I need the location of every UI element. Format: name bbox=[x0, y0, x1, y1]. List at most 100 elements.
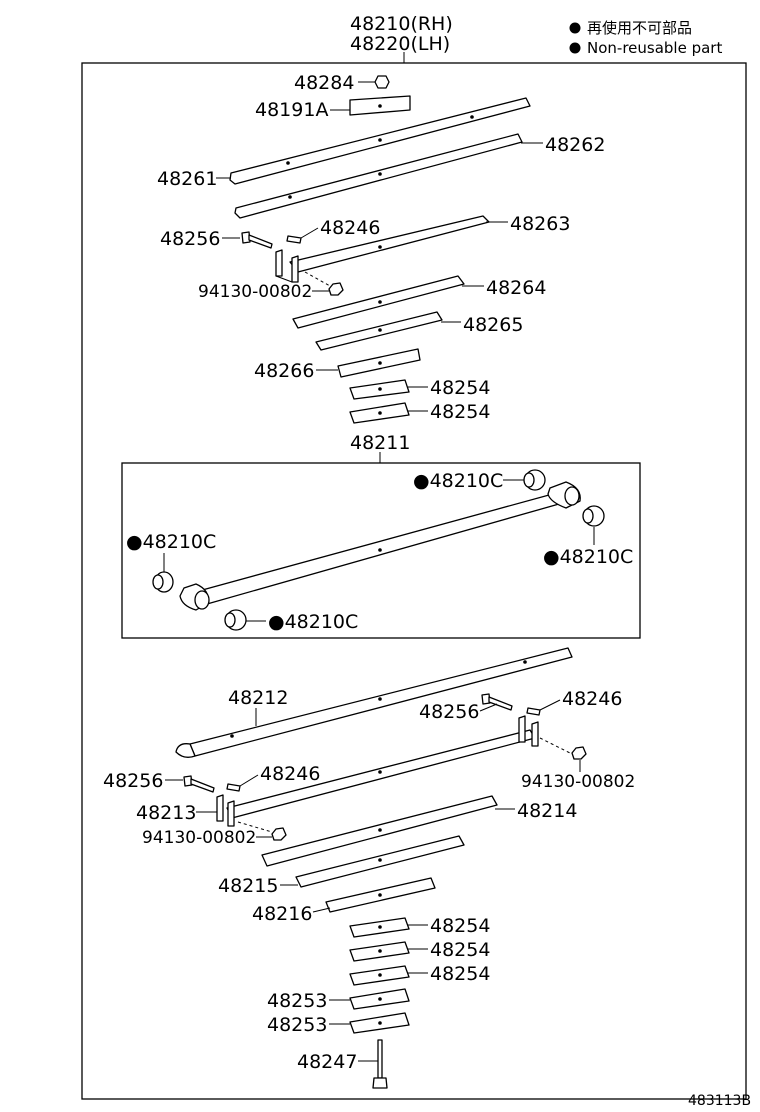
pin-48246-low-icon bbox=[226, 783, 241, 792]
main-leaf-box bbox=[121, 462, 641, 639]
bushing-hole bbox=[523, 472, 535, 488]
leader-48246-top bbox=[300, 227, 319, 239]
bracket-48213-left bbox=[216, 794, 224, 822]
label-48246-mid: 48246 bbox=[562, 688, 622, 710]
bracket-48213-right-b bbox=[531, 721, 539, 747]
leaf-48212-hook bbox=[175, 743, 196, 758]
bushing-hole bbox=[152, 574, 164, 590]
bolt-48256-mid-icon bbox=[488, 696, 513, 711]
center-bolt-48247-icon bbox=[377, 1039, 383, 1079]
label-48262: 48262 bbox=[545, 134, 605, 156]
nut-48284-icon bbox=[374, 75, 390, 89]
bolt-48256-top-icon bbox=[248, 234, 273, 249]
nut-94130-mid-icon bbox=[571, 746, 587, 760]
pin-48246-mid-icon bbox=[526, 707, 541, 716]
label-94130-top: 94130-00802 bbox=[198, 282, 312, 302]
assembly-frame bbox=[81, 62, 747, 1100]
leader-48246-low bbox=[239, 774, 259, 787]
label-48215: 48215 bbox=[218, 875, 278, 897]
bushing-hole bbox=[224, 612, 236, 628]
label-48265: 48265 bbox=[463, 314, 523, 336]
label-48261: 48261 bbox=[157, 168, 217, 190]
leaf-hole bbox=[378, 858, 382, 862]
nut-94130-low-icon bbox=[271, 827, 287, 841]
label-48256-top: 48256 bbox=[160, 228, 220, 250]
shim-hole bbox=[378, 411, 382, 415]
bolt-48256-low-icon bbox=[190, 778, 215, 793]
label-94130-mid: 94130-00802 bbox=[521, 772, 635, 792]
assembly-number-lh: 48220(LH) bbox=[350, 33, 450, 55]
label-48254-b: 48254 bbox=[430, 401, 490, 423]
label-48210C-bottom: ●48210C bbox=[268, 611, 358, 633]
dashed-guide bbox=[539, 737, 573, 755]
leaf-hole bbox=[378, 893, 382, 897]
label-48256-low: 48256 bbox=[103, 770, 163, 792]
leader-48256-mid bbox=[479, 703, 498, 712]
legend-english: Non-reusable part bbox=[587, 39, 722, 57]
label-48210C-left: ●48210C bbox=[126, 531, 216, 553]
label-48216: 48216 bbox=[252, 903, 312, 925]
leaf-hole bbox=[378, 138, 382, 142]
legend-japanese: 再使用不可部品 bbox=[587, 19, 692, 37]
leaf-hole bbox=[378, 172, 382, 176]
pad-hole bbox=[378, 104, 382, 108]
label-48253-b: 48253 bbox=[267, 1014, 327, 1036]
shim-hole bbox=[378, 387, 382, 391]
label-48214: 48214 bbox=[517, 800, 577, 822]
shim-hole bbox=[378, 973, 382, 977]
label-48211: 48211 bbox=[350, 432, 410, 454]
label-48254-d: 48254 bbox=[430, 939, 490, 961]
label-48246-low: 48246 bbox=[260, 763, 320, 785]
bracket-48213-left-b bbox=[227, 800, 235, 827]
shim-hole bbox=[378, 1021, 382, 1025]
leaf-hole bbox=[230, 734, 234, 738]
nut-94130-top-icon bbox=[328, 282, 344, 296]
label-48284: 48284 bbox=[294, 72, 354, 94]
assembly-number-rh: 48210(RH) bbox=[350, 13, 453, 35]
center-bolt-head-icon bbox=[372, 1077, 388, 1089]
label-94130-low: 94130-00802 bbox=[142, 828, 256, 848]
label-48264: 48264 bbox=[486, 277, 546, 299]
label-48247: 48247 bbox=[297, 1051, 357, 1073]
leaf-hole bbox=[378, 328, 382, 332]
leaf-hole bbox=[378, 300, 382, 304]
label-48256-mid: 48256 bbox=[419, 701, 479, 723]
label-48246-top: 48246 bbox=[320, 217, 380, 239]
bracket-link bbox=[275, 275, 293, 283]
leaf-hole bbox=[378, 361, 382, 365]
leaf-hole bbox=[378, 697, 382, 701]
shim-hole bbox=[378, 925, 382, 929]
bushing-hole bbox=[582, 508, 594, 524]
leaf-hole bbox=[523, 660, 527, 664]
leaf-eye-left-end bbox=[194, 590, 210, 610]
leaf-48262 bbox=[234, 133, 523, 219]
label-48210C-right: ●48210C bbox=[543, 546, 633, 568]
pin-48246-top-icon bbox=[286, 235, 302, 244]
leaf-eye-right-end bbox=[564, 486, 580, 506]
bracket-48263-b bbox=[291, 255, 299, 283]
drawing-code: 483113B bbox=[688, 1093, 751, 1109]
legend-bullet-icon bbox=[569, 42, 581, 54]
bolt-head-48256-icon bbox=[241, 231, 251, 244]
leaf-hole bbox=[378, 548, 382, 552]
shim-hole bbox=[378, 949, 382, 953]
bracket-48263 bbox=[275, 249, 283, 277]
leaf-hole bbox=[470, 115, 474, 119]
leaf-hole bbox=[378, 770, 382, 774]
label-48254-e: 48254 bbox=[430, 963, 490, 985]
label-48254-a: 48254 bbox=[430, 377, 490, 399]
label-48254-c: 48254 bbox=[430, 915, 490, 937]
leaf-hole bbox=[288, 195, 292, 199]
leader-48216 bbox=[312, 907, 331, 913]
bracket-48213-right bbox=[518, 715, 526, 743]
label-48213: 48213 bbox=[136, 802, 196, 824]
shim-hole bbox=[378, 997, 382, 1001]
label-48253-a: 48253 bbox=[267, 990, 327, 1012]
label-48263: 48263 bbox=[510, 213, 570, 235]
label-48212: 48212 bbox=[228, 687, 288, 709]
legend-bullet-icon bbox=[569, 22, 581, 34]
label-48210C-upper: ●48210C bbox=[413, 470, 503, 492]
label-48266: 48266 bbox=[254, 360, 314, 382]
leader-48246-mid bbox=[539, 699, 561, 711]
